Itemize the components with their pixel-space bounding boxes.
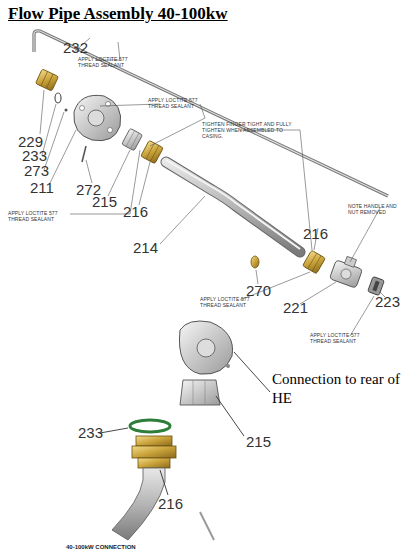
diagram-title: Flow Pipe Assembly 40-100kw: [8, 5, 228, 22]
callout-number: 215: [246, 434, 271, 449]
callout-number: 270: [246, 283, 271, 298]
view-caption: 40-100kW CONNECTION: [66, 544, 136, 550]
callout-number: 221: [283, 300, 308, 315]
callout-number: 223: [375, 294, 400, 309]
callout-number: 214: [133, 240, 158, 255]
callout-number: 216: [158, 496, 183, 511]
callout-number: 229: [18, 134, 43, 149]
callout-number: 216: [123, 204, 148, 219]
assembly-note: TIGHTEN FINGER TIGHT AND FULLY TIGHTEN W…: [202, 121, 302, 139]
callout-number: 233: [22, 148, 47, 163]
assembly-note: APPLY LOCTITE 577 THREAD SEALANT: [8, 210, 74, 222]
callout-text: Connection to rear of HE: [272, 370, 410, 408]
assembly-note: APPLY LOCTITE 577 THREAD SEALANT: [200, 296, 260, 308]
callout-number: 216: [303, 226, 328, 241]
callout-number: 211: [30, 180, 54, 195]
assembly-note: NOTE HANDLE AND NUT REMOVED: [348, 203, 408, 215]
assembly-note: APPLY LOCTITE 577 THREAD SEALANT: [148, 97, 218, 109]
callout-number: 233: [78, 425, 103, 440]
callout-number: 215: [92, 194, 117, 209]
assembly-note: APPLY LOCTITE 577 THREAD SEALANT: [310, 332, 380, 344]
callout-number: 273: [24, 163, 49, 178]
callout-number: 232: [63, 40, 88, 55]
assembly-note: APPLY LOCTITE 577 THREAD SEALANT: [78, 56, 148, 68]
